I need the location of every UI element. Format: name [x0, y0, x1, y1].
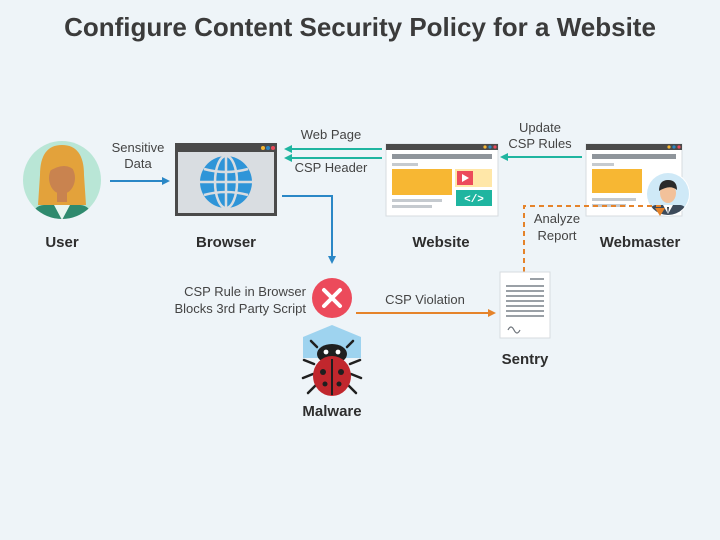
csp-block-label-line1: CSP Rule in Browser: [184, 284, 307, 299]
block-x-icon: [312, 278, 352, 318]
page-title: Configure Content Security Policy for a …: [64, 12, 656, 42]
report-document-icon: [499, 271, 551, 339]
csp-violation-label: CSP Violation: [385, 292, 465, 307]
svg-text:</>: </>: [464, 194, 484, 206]
csp-block-label-line2: Blocks 3rd Party Script: [175, 301, 307, 316]
browser-label: Browser: [196, 234, 256, 251]
browser-icon: [175, 143, 277, 216]
webmaster-label: Webmaster: [600, 234, 681, 251]
website-icon: </>: [385, 143, 499, 217]
csp-header-label: CSP Header: [295, 160, 368, 175]
sensitive-data-label-line2: Data: [124, 156, 152, 171]
web-page-label: Web Page: [301, 127, 361, 142]
malware-label: Malware: [302, 403, 361, 420]
sentry-label: Sentry: [502, 351, 549, 368]
update-csp-rules-label-line1: Update: [519, 120, 561, 135]
globe-icon: [200, 154, 252, 210]
code-icon: [456, 190, 492, 206]
update-csp-rules-label-line2: CSP Rules: [508, 136, 572, 151]
analyze-report-label-line2: Report: [537, 228, 576, 243]
sensitive-data-label-line1: Sensitive: [112, 140, 165, 155]
webmaster-icon: [585, 143, 690, 217]
browser-to-block-arrow: [282, 195, 336, 264]
user-avatar: [23, 141, 101, 219]
user-label: User: [45, 234, 79, 251]
analyze-report-label-line1: Analyze: [534, 211, 580, 226]
website-label: Website: [412, 234, 469, 251]
malware-bug-icon: [301, 325, 363, 396]
